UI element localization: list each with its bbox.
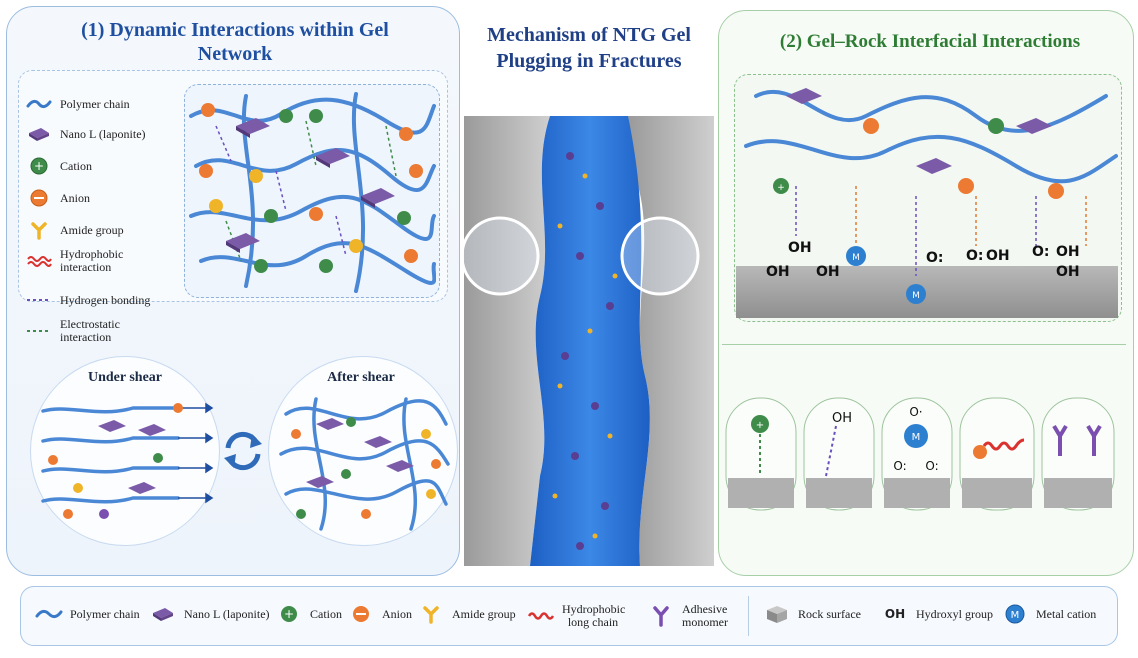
svg-text:O:: O: (926, 250, 944, 266)
left-legend-hbond: Hydrogen bonding (26, 290, 150, 310)
bottom-legend-hydroxyl: OH Hydroxyl group (880, 603, 993, 625)
bottom-legend-metal: M Metal cation (1000, 603, 1096, 625)
hydroxyl-icon: OH (884, 606, 906, 621)
polymer-chain-icon (34, 603, 64, 625)
hydrophobic-chain-icon (526, 605, 556, 627)
bottom-legend-laponite: Nano L (laponite) (148, 603, 270, 625)
svg-text:O:: O: (893, 459, 906, 473)
left-legend-anion: Anion (26, 188, 90, 208)
bottom-legend-polymer: Polymer chain (34, 603, 140, 625)
right-panel-title: (2) Gel–Rock Interfacial Interactions (779, 31, 1081, 52)
legend-divider (748, 596, 749, 636)
amide-group-icon (416, 603, 446, 625)
svg-text:+: + (34, 159, 44, 173)
cation-icon: + (274, 603, 304, 625)
anion-icon (26, 188, 52, 208)
bottom-legend-anion: Anion (346, 603, 412, 625)
laponite-icon (26, 124, 52, 144)
left-legend-hydrophobic: Hydrophobic interaction (26, 248, 130, 274)
cation-icon: + (26, 156, 52, 176)
svg-text:M: M (1011, 610, 1020, 621)
metal-cation-icon: M (1000, 603, 1030, 625)
interface-zoom-box (722, 344, 1126, 571)
bottom-legend-amide: Amide group (416, 603, 516, 625)
laponite-icon (148, 603, 178, 625)
left-legend-polymer: Polymer chain (26, 94, 130, 114)
left-legend-amide: Amide group (26, 220, 124, 240)
under-shear-illustration (41, 402, 214, 519)
svg-text:M: M (912, 291, 920, 301)
svg-text:+: + (777, 183, 785, 193)
bottom-legend-hydrophobic: Hydrophobic long chain (526, 603, 625, 629)
svg-text:+: + (284, 607, 294, 621)
adhesive-monomer-icon (646, 605, 676, 627)
main-title: Mechanism of NTG Gel Plugging in Fractur… (487, 24, 691, 72)
bottom-legend-adhesive: Adhesive monomer (646, 603, 734, 629)
left-legend-electrostatic: Electrostatic interaction (26, 318, 140, 344)
rock-surface-icon (762, 603, 792, 625)
svg-text:M: M (852, 253, 860, 263)
left-panel-title: (1) Dynamic Interactions within Gel Netw… (81, 19, 389, 65)
anion-icon (346, 603, 376, 625)
left-legend-laponite: Nano L (laponite) (26, 124, 146, 144)
svg-text:OH: OH (832, 411, 852, 426)
bottom-legend-cation: + Cation (274, 603, 342, 625)
svg-text:OH: OH (766, 264, 790, 280)
amide-group-icon (26, 220, 52, 240)
bottom-legend-rock: Rock surface (762, 603, 861, 625)
svg-text:OH: OH (1056, 264, 1080, 280)
fracture-illustration (460, 116, 714, 566)
electrostatic-icon (26, 321, 52, 341)
hydrophobic-icon (26, 251, 52, 271)
svg-text:M: M (912, 432, 921, 443)
binding-modes-illustration: + OH M O· O: O: (725, 397, 1115, 511)
svg-text:O:: O: (966, 248, 984, 264)
svg-text:O:: O: (925, 459, 938, 473)
svg-text:O·: O· (909, 405, 922, 419)
bottom-legend-bar (20, 586, 1118, 646)
cycle-arrows-icon (224, 431, 262, 471)
svg-text:+: + (756, 420, 764, 431)
after-shear-illustration (279, 397, 450, 531)
gel-network-illustration (189, 92, 436, 293)
svg-text:O:: O: (1032, 244, 1050, 260)
under-shear-label: Under shear (87, 370, 163, 385)
hydrogen-bond-icon (26, 290, 52, 310)
left-legend-cation: + Cation (26, 156, 92, 176)
svg-text:OH: OH (986, 248, 1010, 264)
after-shear-label: After shear (327, 370, 395, 385)
svg-text:OH: OH (788, 240, 812, 256)
svg-text:OH: OH (1056, 244, 1080, 260)
polymer-chain-icon (26, 94, 52, 114)
under-shear-circle (30, 356, 220, 546)
svg-text:OH: OH (816, 264, 840, 280)
